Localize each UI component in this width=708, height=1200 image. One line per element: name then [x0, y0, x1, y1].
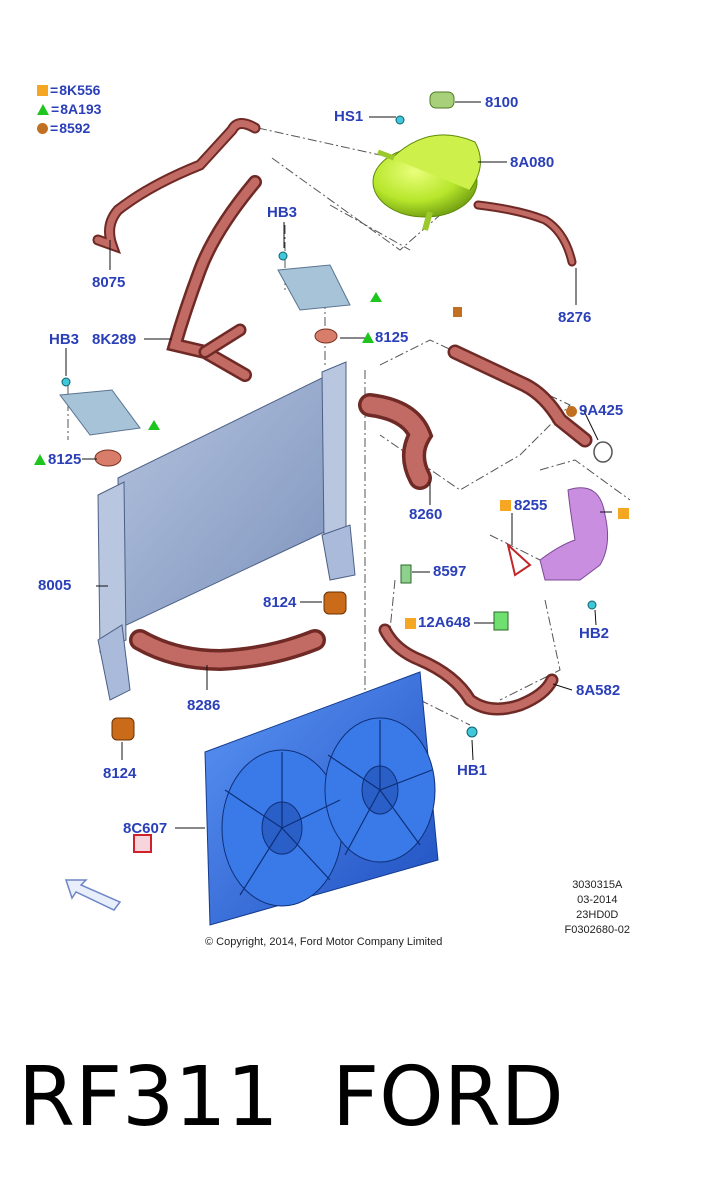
- orange-square-icon: [500, 500, 511, 511]
- label-8286: 8286: [187, 697, 221, 714]
- legend-equals: =: [50, 82, 59, 98]
- meta-line: F0302680-02: [564, 924, 630, 936]
- label-8276: 8276: [558, 309, 592, 326]
- label-8a582: 8A582: [576, 682, 621, 699]
- label-hb3-left: HB3: [49, 331, 80, 348]
- orange-square-icon: [37, 84, 48, 96]
- green-triangle-icon: [34, 454, 46, 465]
- label-hb2: HB2: [579, 625, 610, 642]
- footer-part-number: RF311: [18, 1050, 279, 1145]
- label-hs1: HS1: [334, 108, 364, 125]
- legend-code: 8K556: [59, 82, 101, 98]
- meta-block: 3030315A 03-2014 23HD0D F0302680-02: [565, 878, 630, 938]
- label-8005: 8005: [38, 577, 72, 594]
- footer-brand: FORD: [332, 1050, 564, 1145]
- label-8125-top: 8125: [375, 329, 409, 346]
- label-8125-left: 8125: [48, 451, 82, 468]
- arrow-icon: [64, 879, 122, 911]
- label-8255: 8255: [514, 497, 548, 514]
- green-triangle-icon: [37, 103, 49, 115]
- legend-row-triangle: = 8A193: [37, 101, 101, 117]
- legend-row-circle: = 8592: [37, 120, 90, 136]
- label-8260: 8260: [409, 506, 443, 523]
- meta-line: 23HD0D: [576, 909, 619, 921]
- label-hb3-top: HB3: [267, 204, 298, 221]
- cooling-system-diagram: [59, 91, 631, 926]
- label-8124-bottom: 8124: [103, 765, 137, 782]
- meta-line: 3030315A: [572, 879, 623, 891]
- legend-code: 8A193: [60, 101, 102, 117]
- green-triangle-icon: [362, 332, 374, 343]
- label-8075: 8075: [92, 274, 126, 291]
- label-8c607: 8C607: [123, 820, 168, 837]
- legend-row-square: = 8K556: [37, 82, 100, 98]
- copyright-text: © Copyright, 2014, Ford Motor Company Li…: [205, 936, 443, 948]
- label-8597: 8597: [433, 563, 467, 580]
- brown-circle-icon: [566, 406, 577, 417]
- brown-circle-icon: [37, 122, 48, 134]
- label-8a080: 8A080: [510, 154, 555, 171]
- meta-line: 03-2014: [577, 894, 618, 906]
- legend-equals: =: [51, 101, 60, 117]
- label-hb1: HB1: [457, 762, 488, 779]
- label-12a648: 12A648: [418, 614, 471, 631]
- hotspot-box[interactable]: [133, 834, 152, 853]
- label-8100: 8100: [485, 94, 519, 111]
- label-8k289: 8K289: [92, 331, 137, 348]
- label-9a425: 9A425: [579, 402, 624, 419]
- label-8124-mid: 8124: [263, 594, 297, 611]
- legend-code: 8592: [59, 120, 91, 136]
- orange-square-icon: [405, 618, 416, 629]
- legend-equals: =: [50, 120, 59, 136]
